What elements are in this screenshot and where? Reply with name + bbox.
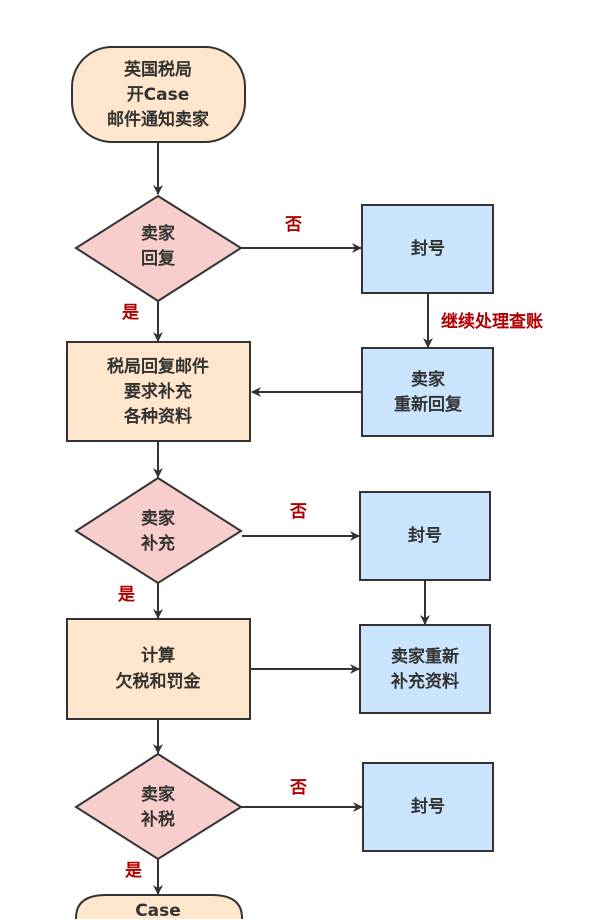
ban1-box <box>361 204 494 294</box>
seller-resupply-box <box>359 624 491 714</box>
ban2-box <box>359 491 491 581</box>
start-line-2: 开Case <box>127 85 190 105</box>
end-terminal <box>75 894 243 919</box>
calculate-line-2: 欠税和罚金 <box>116 671 202 692</box>
decision1-diamond <box>74 194 243 303</box>
seller-reply-again-box <box>361 347 494 437</box>
decision1-line-2: 回复 <box>141 248 176 269</box>
reply-again-line-2: 重新回复 <box>394 394 463 415</box>
resupply-line-1: 卖家重新 <box>391 646 459 667</box>
edge-label-no-1: 否 <box>284 215 302 235</box>
decision3-line-2: 补税 <box>140 809 175 830</box>
tax-reply-box <box>66 341 251 442</box>
reply-again-line-1: 卖家 <box>411 369 445 390</box>
resupply-line-2: 补充资料 <box>390 671 459 692</box>
tax-reply-line-2: 要求补充 <box>124 381 192 402</box>
decision2-line-1: 卖家 <box>141 508 175 529</box>
decision3-diamond <box>74 752 243 861</box>
decision2-line-2: 补充 <box>140 533 175 554</box>
decision1-line-1: 卖家 <box>141 223 175 244</box>
tax-reply-line-1: 税局回复邮件 <box>107 356 209 377</box>
decision3-line-1: 卖家 <box>141 784 175 805</box>
edge-label-yes-2: 是 <box>118 585 135 605</box>
ban1-label: 封号 <box>411 238 445 259</box>
edge-label-yes-1: 是 <box>122 303 139 323</box>
ban3-box <box>362 762 494 852</box>
calculate-box <box>66 618 251 720</box>
ban2-label: 封号 <box>408 525 442 546</box>
edge-label-yes-3: 是 <box>125 861 142 881</box>
start-terminal <box>71 46 246 143</box>
edge-label-continue-audit: 继续处理查账 <box>441 311 543 332</box>
tax-reply-line-3: 各种资料 <box>123 406 192 427</box>
decision2-diamond <box>74 476 243 585</box>
end-line-1: Case <box>135 901 181 920</box>
ban3-label: 封号 <box>411 796 445 817</box>
edge-label-no-3: 否 <box>289 778 307 798</box>
calculate-line-1: 计算 <box>141 645 175 666</box>
start-line-1: 英国税局 <box>124 59 192 80</box>
edge-label-no-2: 否 <box>289 502 307 522</box>
start-line-3: 邮件通知卖家 <box>107 109 209 130</box>
